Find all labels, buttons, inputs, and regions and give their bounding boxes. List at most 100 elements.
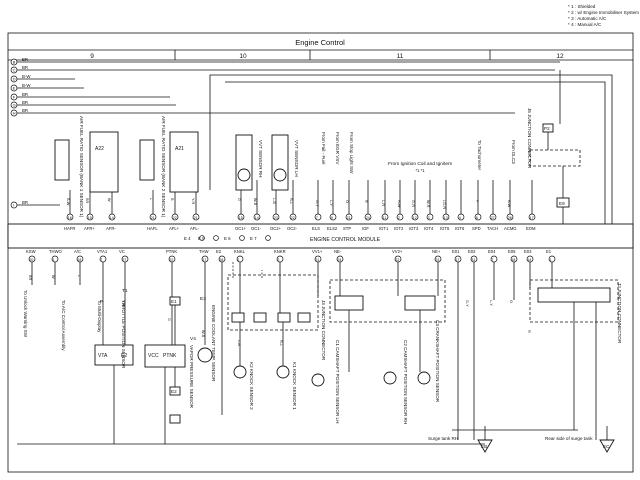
wire-color-label: W-R <box>426 200 430 208</box>
vvt-sensor-lh: VVT SENSOR LH <box>271 134 299 191</box>
ground-eb: EB <box>481 444 487 449</box>
column-11: 11 <box>397 53 404 60</box>
harness-color: BR <box>22 92 28 97</box>
tps-e2: E2 <box>121 353 127 359</box>
ecm-pin-label: AFR- <box>106 226 116 231</box>
wire-color-label: G-R <box>411 200 415 207</box>
af-sensor-bank2: AIR FUEL RATIO SENSOR (BANK 2 SENSOR 1) … <box>139 116 199 218</box>
harness-letter: G <box>13 103 16 108</box>
ecm-pin-label: VV2+ <box>392 249 403 254</box>
ecm-pin-label: THW <box>199 249 209 254</box>
from-egr-label: From EGR VSV <box>335 132 340 165</box>
wire-color-label: B <box>170 198 174 201</box>
vvt-lh-coil-icon <box>273 168 287 182</box>
ecm-pin-label: E2 <box>216 249 222 254</box>
ecm-pin-label: IGT4 <box>424 226 434 231</box>
af-sensor-bank1: AIR FUEL RATIO SENSOR (BANK 1 SENSOR 1) … <box>54 116 119 218</box>
ecm-pin-number: 22 <box>173 216 177 220</box>
to-multi-label: To Multi-Display <box>97 300 102 333</box>
ecm-pin-label: TACH <box>487 226 498 231</box>
wire-color-label: L-B <box>237 340 241 346</box>
ecm-pin-label: AFL- <box>190 226 200 231</box>
wire-color-label: W <box>107 198 111 202</box>
crank-coil-icon <box>417 371 431 385</box>
ecm-pin-label: E03 <box>524 249 532 254</box>
wire-color-label: LG-R <box>442 200 446 209</box>
wire-color-label: L <box>149 198 153 200</box>
wire-color-label: B-W <box>66 198 70 206</box>
crank-label: C3 CRANKSHAFT POSITION SENSOR <box>435 320 440 403</box>
ecm-pin-number: 31 <box>471 258 475 262</box>
ecm-pin-number: 15 <box>239 216 243 220</box>
knock-2-label: K2 KNOCK SENSOR 2 <box>249 362 254 410</box>
wire-color-label: L-Y <box>489 300 493 306</box>
ecm-pin-label: OC1+ <box>235 226 247 231</box>
ecm-pin-label: ELS <box>312 226 320 231</box>
wire-color-label: L-Y <box>329 200 333 206</box>
af-sensor-bank1-label: AIR FUEL RATIO SENSOR (BANK 1 SENSOR 1) <box>79 116 84 218</box>
notes-block: * 1 : Shielded * 2 : w/ Engine Immobilis… <box>568 4 639 27</box>
knock-sensor-1-icon <box>276 365 290 379</box>
wire-color-label: P <box>475 200 479 203</box>
ecm-pin-number: 22 <box>169 258 173 262</box>
ect-id: E3 <box>200 296 206 302</box>
ecm-connector-label: E 5 <box>198 236 205 241</box>
vvt-sensor-rh: VVT SENSOR RH <box>235 134 263 191</box>
cam-rh-label: C2 CAMSHAFT POSITION SENSOR RH <box>403 340 408 424</box>
ecm-pin-number: 16 <box>68 216 72 220</box>
diagram-frame <box>7 32 634 473</box>
ecm-connector-pin <box>239 235 245 241</box>
tachometer-label: To Tachometer <box>477 140 482 171</box>
ecm-pin-number: 9 <box>331 216 333 220</box>
surge-rh-label: Surge tank RH <box>428 436 458 441</box>
wire-color-label: R-L <box>279 340 283 346</box>
vapor-ptnk: PTNK <box>163 353 177 359</box>
ecm-pin-number: 23 <box>435 258 439 262</box>
vapor-id: V4 <box>190 336 196 342</box>
wire-color-label: R <box>527 330 531 333</box>
ecm-pin-number: 28 <box>219 258 223 262</box>
camshaft-sensors: J3 JUNCTION CONNECTOR C1 CAMSHAFT POSITI… <box>311 279 446 424</box>
ecm-pin-number: 17 <box>202 258 206 262</box>
harness-letter: H <box>13 111 16 116</box>
ecm-pins-top: 16HAFR15AFR+14AFR-21HAFL22AFL+21AFL-15OC… <box>64 180 536 231</box>
ecm-pin-number: 21 <box>315 258 319 262</box>
ground-ec: EC <box>603 444 610 449</box>
to-warn-label: To Unlock Warning SW <box>23 290 28 338</box>
from-fail-label: From Fail - Fuel <box>321 132 326 164</box>
wire-color-label: B-W <box>507 200 511 208</box>
wire-color-label: L-B <box>272 198 276 204</box>
harness-letter: E <box>13 86 16 91</box>
note-1: * 1 : Shielded <box>568 4 596 9</box>
left-destinations: To Unlock Warning SW To A/C Control Asse… <box>23 290 102 351</box>
ect-name: ENGINE COOLANT TEMP. SENSOR <box>211 305 216 382</box>
ecm-body <box>7 223 634 249</box>
wire-color-label: W-B <box>253 198 257 206</box>
ecm-pin-label: VV1+ <box>312 249 323 254</box>
ecm-pin-number: 2 <box>398 216 400 220</box>
ecm-pin-label: IGT6 <box>455 226 465 231</box>
ecm-pin-number: 1 <box>549 258 551 262</box>
connector-e2-label: E2 <box>171 389 177 394</box>
wire-color-label: BR <box>28 275 32 281</box>
ecm-pin-label: E01 <box>452 249 460 254</box>
ecm-pin-number: 14 <box>255 216 259 220</box>
wire-run <box>225 81 606 224</box>
knock-sensors: K2 KNOCK SENSOR 2 K1 KNOCK SENSOR 1 <box>231 312 311 410</box>
ecm-pin-label: THWO <box>49 249 63 254</box>
ecm-pin-number: 12 <box>413 216 417 220</box>
ecm-pin-label: KNKL <box>234 249 246 254</box>
ecm-pin-label: IGT3 <box>409 226 419 231</box>
ecm-pin-number: 22 <box>291 216 295 220</box>
ecm-pin-label: E1 <box>546 249 552 254</box>
ecm-connector-pin <box>265 235 271 241</box>
wire-color-label: R-W <box>397 200 401 208</box>
ecm-pin-number: 17 <box>455 258 459 262</box>
note-2: * 2 : w/ Engine Immobiliser System <box>568 10 639 15</box>
ecm-pin-number: 20 <box>29 258 33 262</box>
harness-color: BR <box>22 200 28 205</box>
ecm-pin-number: 14 <box>527 258 531 262</box>
